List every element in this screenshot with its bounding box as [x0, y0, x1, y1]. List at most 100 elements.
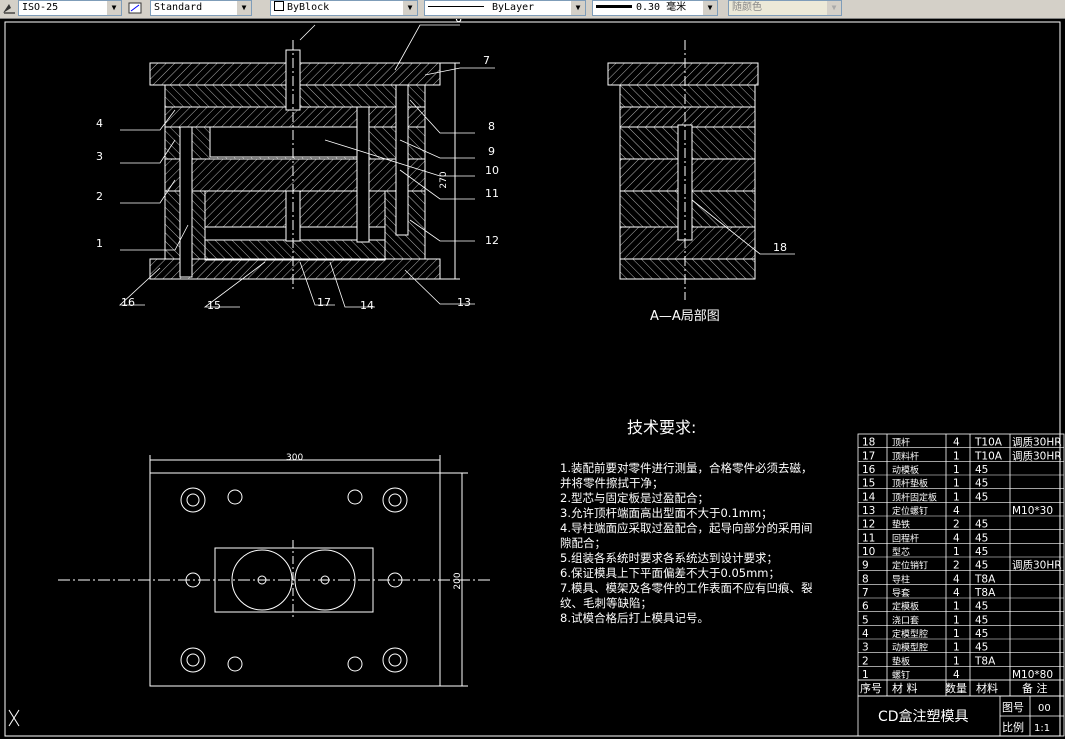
bom-cell: 4 — [953, 669, 960, 681]
bom-cell: 4 — [953, 437, 960, 449]
bom-cell: 45 — [975, 464, 988, 476]
linetype-value: ByLayer — [492, 2, 535, 13]
part-label-1: 1 — [96, 237, 103, 250]
top-view — [58, 455, 490, 687]
tech-line: 7.模具、模架及各零件的工作表面不应有凹痕、裂 — [560, 581, 813, 595]
part-label-13: 13 — [457, 296, 471, 309]
bom-cell: 45 — [975, 532, 988, 544]
bom-table — [857, 433, 1065, 737]
part-label-17: 17 — [317, 296, 331, 309]
chevron-down-icon[interactable]: ▼ — [107, 1, 121, 15]
bom-cell: 1 — [953, 601, 960, 613]
bom-cell: 17 — [862, 450, 875, 462]
bom-cell: 动模板 — [892, 464, 919, 476]
text-style-select[interactable]: ISO-25 ▼ — [18, 0, 122, 16]
bom-cell: 顶杆固定板 — [892, 491, 937, 503]
bom-cell: 4 — [953, 505, 960, 517]
bom-cell: 13 — [862, 505, 875, 517]
bom-cell: 18 — [862, 437, 875, 449]
bom-cell: 8 — [862, 573, 869, 585]
bom-cell: 9 — [862, 560, 869, 572]
chevron-down-icon[interactable]: ▼ — [827, 1, 841, 15]
bom-cell: 11 — [862, 532, 875, 544]
plotstyle-select[interactable]: 随颜色 ▼ — [728, 0, 842, 16]
bom-cell: 1 — [953, 642, 960, 654]
linetype-select[interactable]: ByLayer ▼ — [424, 0, 586, 16]
bom-cell: 1 — [953, 628, 960, 640]
bom-header-name: 材 料 — [892, 681, 918, 695]
dim-style-select[interactable]: Standard▼ — [150, 0, 252, 16]
part-label-9: 9 — [488, 145, 495, 158]
section-title: A—A局部图 — [650, 309, 720, 324]
bom-cell: 垫铁 — [892, 519, 910, 531]
bom-cell: T10A — [974, 450, 1003, 462]
part-label-15: 15 — [207, 299, 221, 312]
bom-header: 序号 材 料 数量 材料 备 注 — [860, 681, 1048, 695]
drawing-border — [4, 21, 1061, 737]
bom-cell: 45 — [975, 478, 988, 490]
chevron-down-icon[interactable]: ▼ — [703, 1, 717, 15]
bom-cell: M10*80 — [1012, 669, 1053, 681]
drawing-title: CD盒注塑模具 — [878, 708, 969, 725]
text-style-value: ISO-25 — [22, 2, 59, 13]
part-label-7: 7 — [483, 54, 490, 67]
part-label-18: 18 — [773, 241, 787, 254]
bom-cell: 45 — [975, 519, 988, 531]
ucs-icon — [8, 709, 20, 727]
drawing-canvas[interactable]: 270 1 2 3 4 6 7 8 9 10 11 12 13 14 15 16… — [0, 19, 1065, 739]
bom-cell: 45 — [975, 601, 988, 613]
bom-cell: 10 — [862, 546, 875, 558]
bom-cell: 1 — [953, 614, 960, 626]
bom-cell: T8A — [974, 587, 996, 599]
tech-line: 1.装配前要对零件进行测量，合格零件必须去磁， — [560, 461, 812, 475]
dim-style-icon — [128, 2, 142, 14]
lineweight-select[interactable]: 0.30 毫米 ▼ — [592, 0, 718, 16]
bom-cell: 14 — [862, 491, 876, 503]
depth-dimension: 200 — [453, 572, 463, 589]
chevron-down-icon[interactable]: ▼ — [237, 1, 251, 15]
bom-cell: 2 — [862, 655, 869, 667]
part-label-4: 4 — [96, 117, 103, 130]
bom-header-material: 材料 — [976, 681, 998, 695]
chevron-down-icon[interactable]: ▼ — [571, 1, 585, 15]
tech-line: 8.试模合格后打上模具记号。 — [560, 611, 709, 625]
bom-cell: T8A — [974, 655, 996, 667]
bom-cell: 45 — [975, 560, 988, 572]
part-label-2: 2 — [96, 190, 103, 203]
lineweight-value: 0.30 毫米 — [636, 2, 687, 13]
bom-cell: 浇口套 — [892, 614, 919, 626]
bom-cell: 45 — [975, 614, 988, 626]
color-swatch-icon — [274, 1, 284, 11]
part-label-3: 3 — [96, 150, 103, 163]
bom-cell: 45 — [975, 546, 988, 558]
bom-cell: 定位销钉 — [892, 560, 928, 572]
section-aa-view — [607, 40, 795, 300]
bom-cell: 1 — [953, 450, 960, 462]
bom-cell: 导套 — [892, 587, 910, 599]
tech-line: 3.允许顶杆端面高出型面不大于0.1mm； — [560, 506, 773, 520]
drawing-no-label: 图号 — [1002, 701, 1024, 714]
bom-header-no: 序号 — [860, 681, 882, 695]
bom-cell: 1 — [953, 655, 960, 667]
bom-cell: 15 — [862, 478, 875, 490]
bom-header-remarks: 备 注 — [1022, 681, 1048, 695]
part-label-14: 14 — [360, 299, 374, 312]
part-label-12: 12 — [485, 234, 499, 247]
part-label-11: 11 — [485, 187, 499, 200]
bom-cell: T8A — [974, 573, 996, 585]
bom-cell: 1 — [953, 546, 960, 558]
bom-cell: 型芯 — [892, 546, 910, 558]
bom-cell: 4 — [953, 573, 960, 585]
tech-line: 纹、毛刺等缺陷； — [560, 596, 652, 610]
bom-cell: 16 — [862, 464, 876, 476]
tech-line: 5.组装各系统时要求各系统达到设计要求； — [560, 551, 778, 565]
plotstyle-value: 随颜色 — [732, 2, 762, 13]
bom-cell: 6 — [862, 601, 869, 613]
bom-cell: 7 — [862, 587, 869, 599]
part-label-10: 10 — [485, 164, 499, 177]
chevron-down-icon[interactable]: ▼ — [403, 1, 417, 15]
color-select[interactable]: ByBlock▼ — [270, 0, 418, 16]
bom-cell: 5 — [862, 614, 869, 626]
scale-label: 比例 — [1002, 720, 1024, 734]
